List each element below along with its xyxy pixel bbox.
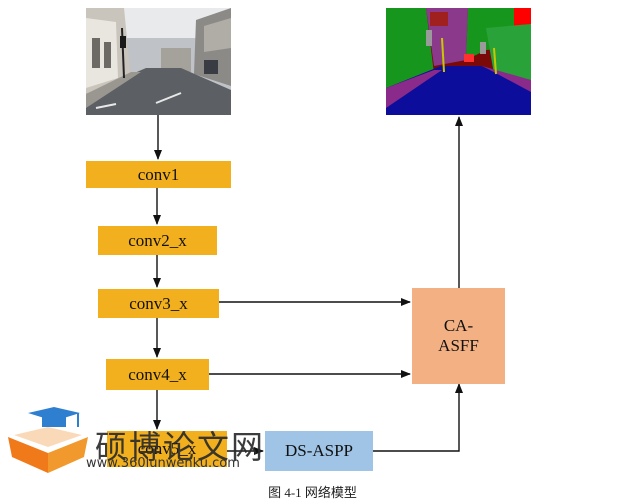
- conv3-label: conv3_x: [129, 293, 188, 313]
- street-photo-drawing: [86, 8, 231, 115]
- conv4-block: conv4_x: [106, 359, 209, 390]
- ca-asff-label: CA- ASFF: [438, 316, 479, 355]
- figure-caption: 图 4-1 网络模型: [268, 485, 357, 500]
- ca-asff-block: CA- ASFF: [412, 288, 505, 384]
- conv2-label: conv2_x: [128, 230, 187, 250]
- output-segmentation-image: [386, 8, 531, 115]
- ds-aspp-label: DS-ASPP: [284, 441, 354, 460]
- conv5-label: conv5_x: [137, 439, 197, 458]
- watermark-title: 硕博论文网: [95, 428, 266, 466]
- input-street-image: [86, 8, 231, 115]
- conv5-block: conv5_x: [107, 431, 227, 467]
- conv1-block: conv1: [86, 161, 231, 188]
- conv3-block: conv3_x: [98, 289, 219, 318]
- conv1-label: conv1: [137, 164, 180, 184]
- conv4-label: conv4_x: [128, 364, 187, 384]
- ds-aspp-block: DS-ASPP: [265, 431, 373, 471]
- graduation-cap-book-logo: [8, 407, 88, 473]
- watermark-url: www.360lunwenku.com: [86, 456, 240, 471]
- segmentation-map-drawing: [386, 8, 531, 115]
- conv2-block: conv2_x: [98, 226, 217, 255]
- arrow-ds-aspp-to-ca-asff: [373, 383, 463, 452]
